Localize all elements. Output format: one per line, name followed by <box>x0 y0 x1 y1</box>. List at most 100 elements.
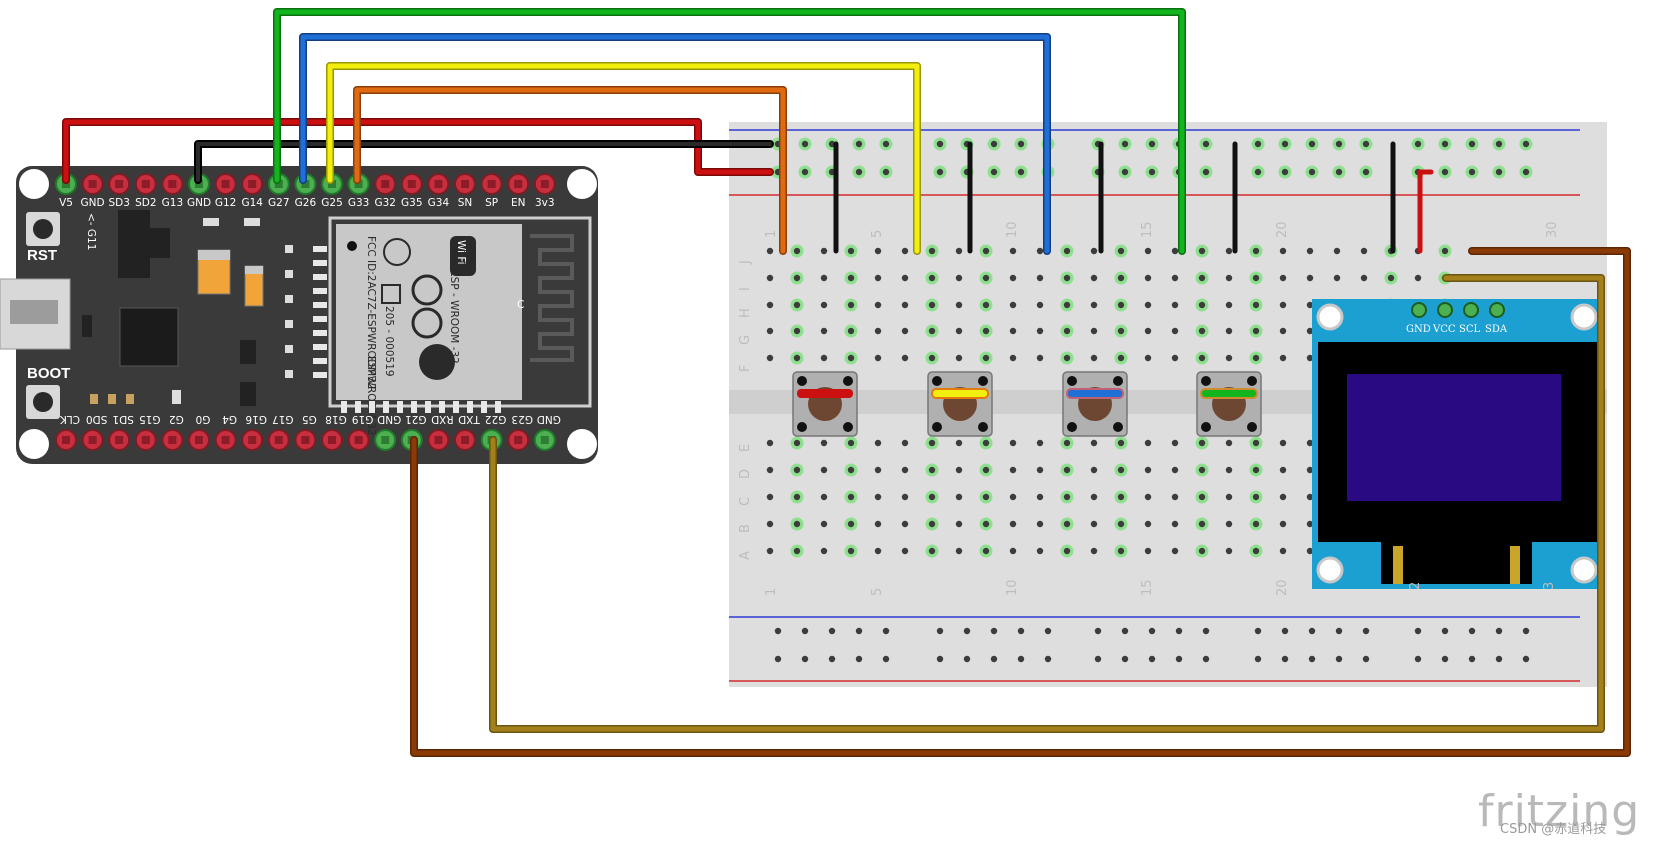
esp32-bottom-pin-label: GND <box>537 413 561 425</box>
rail-hole <box>1441 655 1449 663</box>
esp32-bottom-pin-pad <box>274 436 283 444</box>
bb-hole <box>1090 274 1098 282</box>
esp32-bottom-pin-label: G19 <box>352 413 374 425</box>
rail-hole <box>1175 655 1183 663</box>
bb-hole <box>1171 547 1179 555</box>
bb-hole <box>1306 547 1314 555</box>
bb-hole <box>874 520 882 528</box>
bb-hole-pin <box>1063 439 1071 447</box>
rail-hole-pin <box>1202 168 1210 176</box>
esp32-top-pin-pad <box>115 180 124 188</box>
bb-hole <box>1225 247 1233 255</box>
bb-hole-pin <box>1198 354 1206 362</box>
bb-hole-pin <box>928 493 936 501</box>
bb-hole <box>1036 327 1044 335</box>
esp32-board: RST BOOT <- G11 <box>0 166 598 464</box>
rail-hole <box>1017 655 1025 663</box>
bb-hole-pin <box>982 301 990 309</box>
bb-hole <box>955 547 963 555</box>
rail-hole <box>1254 627 1262 635</box>
esp32-top-pin-pad <box>514 180 523 188</box>
rail-hole <box>1522 655 1530 663</box>
esp32-top-pin-label: V5 <box>59 197 73 209</box>
bb-hole <box>874 493 882 501</box>
rail-hole-pin <box>1254 168 1262 176</box>
bb-hole <box>1225 354 1233 362</box>
bb-hole-pin <box>847 520 855 528</box>
bb-hole-pin <box>847 354 855 362</box>
rail-hole <box>1094 627 1102 635</box>
bb-hole <box>1306 301 1314 309</box>
bb-hole <box>955 493 963 501</box>
rail-hole <box>1175 627 1183 635</box>
esp32-bottom-pin-pad <box>540 436 549 444</box>
bb-hole <box>1036 520 1044 528</box>
esp32-bottom-pin-label: TXD <box>458 413 481 425</box>
bb-hole <box>1090 547 1098 555</box>
rail-hole <box>828 627 836 635</box>
esp32-top-pin-label: SD3 <box>108 197 129 209</box>
bb-hole-pin <box>847 439 855 447</box>
rail-hole <box>1121 655 1129 663</box>
bb-hole-pin <box>928 274 936 282</box>
rail-hole-pin <box>1522 140 1530 148</box>
bb-hole-pin <box>1063 274 1071 282</box>
esp32-bottom-pin-label: G23 <box>511 413 533 425</box>
rail-hole-pin <box>1202 140 1210 148</box>
bb-hole-pin <box>1117 493 1125 501</box>
bb-hole <box>901 327 909 335</box>
rail-hole <box>1202 627 1210 635</box>
bb-hole <box>1144 466 1152 474</box>
esp32-top-pin-pad <box>88 180 97 188</box>
bb-hole <box>1279 439 1287 447</box>
esp32-bottom-pin-pad <box>381 436 390 444</box>
esp32-bottom-pin-label: G16 <box>245 413 267 425</box>
push-button-1[interactable] <box>792 371 858 437</box>
push-button-2[interactable] <box>927 371 993 437</box>
bb-hole <box>1225 439 1233 447</box>
rst-label: RST <box>27 247 57 264</box>
bb-hole-pin <box>928 466 936 474</box>
bb-hole <box>901 547 909 555</box>
esp32-bottom-pin-label: RXD <box>431 413 454 425</box>
esp32-top-pin-pad <box>195 180 203 188</box>
wire-oled-vcc <box>1417 169 1434 254</box>
rail-hole <box>963 655 971 663</box>
bb-bcol-15: 15 <box>1140 579 1155 596</box>
bb-hole <box>1333 274 1341 282</box>
bb-hole <box>955 354 963 362</box>
rail-hole <box>1281 655 1289 663</box>
bb-hole <box>1090 520 1098 528</box>
bb-row-f: F <box>738 365 753 372</box>
bb-hole-pin <box>1117 354 1125 362</box>
bb-hole-pin <box>1252 493 1260 501</box>
esp32-bottom-pin-label: G17 <box>272 413 294 425</box>
push-button-4[interactable] <box>1196 371 1262 437</box>
bb-hole-pin <box>1063 301 1071 309</box>
rail-hole <box>963 627 971 635</box>
rail-hole <box>1202 655 1210 663</box>
bb-bcol-1: 1 <box>764 588 779 596</box>
bb-hole-pin <box>1252 547 1260 555</box>
bb-hole-pin <box>982 327 990 335</box>
esp32-top-pin-pad <box>540 180 549 188</box>
rail-hole <box>1468 655 1476 663</box>
esp32-bottom-pin-label: G21 <box>405 413 427 425</box>
push-button-3[interactable] <box>1062 371 1128 437</box>
bb-hole <box>820 274 828 282</box>
rail-hole-pin <box>990 168 998 176</box>
esp32-top-pin-label: SP <box>485 197 498 209</box>
rail-hole <box>1044 655 1052 663</box>
bb-hole <box>955 439 963 447</box>
bb-hole <box>1144 301 1152 309</box>
bb-hole <box>820 301 828 309</box>
bb-hole <box>901 466 909 474</box>
bb-hole <box>955 466 963 474</box>
bb-hole <box>1144 439 1152 447</box>
bb-hole <box>1036 466 1044 474</box>
rail-hole-pin <box>1362 140 1370 148</box>
rail-hole-pin <box>1017 168 1025 176</box>
esp32-bottom-pin-pad <box>461 436 469 444</box>
esp32-bottom-pin-label: G22 <box>485 413 507 425</box>
rail-hole <box>1468 627 1476 635</box>
